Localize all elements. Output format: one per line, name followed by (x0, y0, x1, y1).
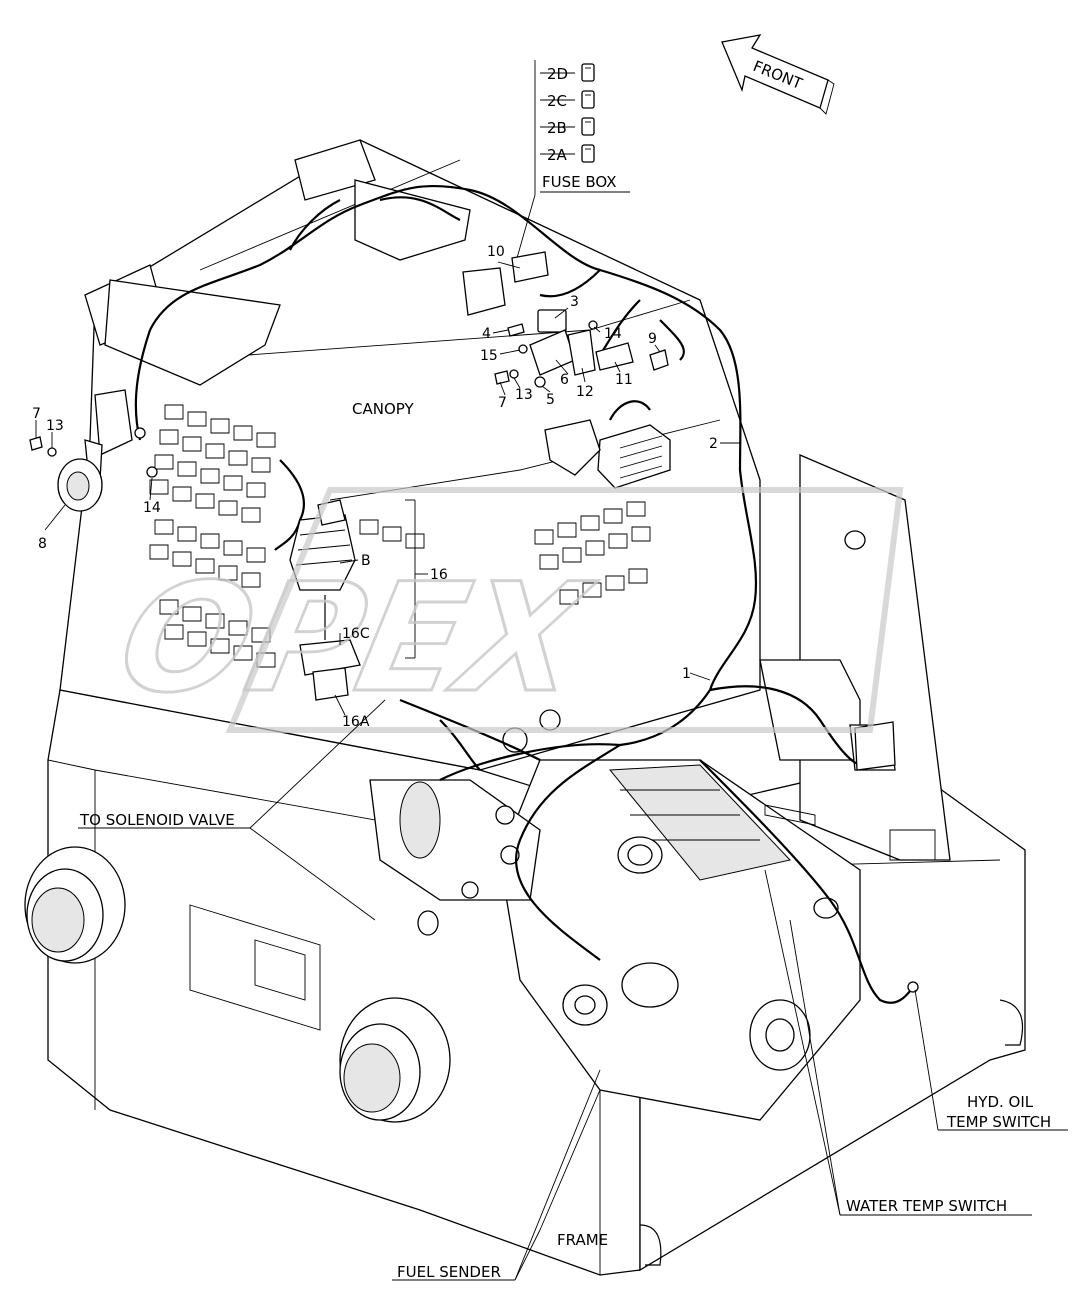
callout-11: 11 (615, 372, 633, 388)
callout-1: 1 (682, 666, 691, 682)
callout-3: 3 (570, 294, 579, 310)
temp-switch-label: TEMP SWITCH (946, 1113, 1051, 1131)
callout-12: 12 (576, 384, 594, 400)
leader-lines (35, 261, 1068, 1281)
callout-numbers: 1 2 3 4 5 6 7 7 8 9 10 11 12 13 13 14 14… (32, 244, 718, 730)
water-temp-switch-label: WATER TEMP SWITCH (846, 1197, 1007, 1215)
part-labels: CANOPY FRAME TO SOLENOID VALVE FUEL SEND… (79, 400, 1051, 1281)
front-direction-arrow: FRONT (721, 34, 835, 115)
fuse-2b (581, 117, 595, 136)
small-parts (29, 309, 919, 993)
fuse-2b-label: 2B (547, 119, 567, 137)
callout-2: 2 (709, 436, 718, 452)
callout-4: 4 (482, 326, 491, 342)
watermark: OPEX (104, 487, 904, 733)
callout-16a: 16A (342, 714, 370, 730)
callout-15: 15 (480, 348, 498, 364)
callout-9: 9 (648, 331, 657, 347)
callout-13-right: 13 (515, 387, 533, 403)
fuse-box-label: FUSE BOX (542, 173, 617, 191)
callout-16: 16 (430, 567, 448, 583)
callout-13-left: 13 (46, 418, 64, 434)
callout-5: 5 (546, 392, 555, 408)
to-solenoid-valve-label: TO SOLENOID VALVE (79, 811, 235, 829)
fuse-2c-label: 2C (547, 92, 567, 110)
hyd-oil-label: HYD. OIL (967, 1093, 1034, 1111)
frame-label: FRAME (557, 1231, 608, 1249)
callout-6: 6 (560, 372, 569, 388)
callout-7-right: 7 (498, 395, 507, 411)
callout-10: 10 (487, 244, 505, 260)
fuse-2d (581, 63, 595, 82)
callout-16b: B (361, 553, 371, 569)
callout-7-left: 7 (32, 406, 41, 422)
main-wire-harness (134, 184, 916, 1004)
engine-assembly (369, 659, 936, 1121)
canopy-label: CANOPY (352, 400, 414, 418)
fuse-2a-label: 2A (547, 146, 568, 164)
callout-8: 8 (38, 536, 47, 552)
fuse-2d-label: 2D (547, 65, 568, 83)
watermark-text: OPEX (106, 551, 606, 726)
fuse-box: 2D 2C 2B 2A FUSE BOX (462, 60, 630, 316)
fuse-2c (581, 90, 595, 109)
canopy-grille (149, 404, 651, 668)
callout-14-right: 14 (604, 326, 622, 342)
fuel-sender-label: FUEL SENDER (397, 1263, 501, 1281)
callout-16c: 16C (342, 626, 370, 642)
callout-14-left: 14 (143, 500, 161, 516)
fuse-2a (581, 144, 595, 163)
